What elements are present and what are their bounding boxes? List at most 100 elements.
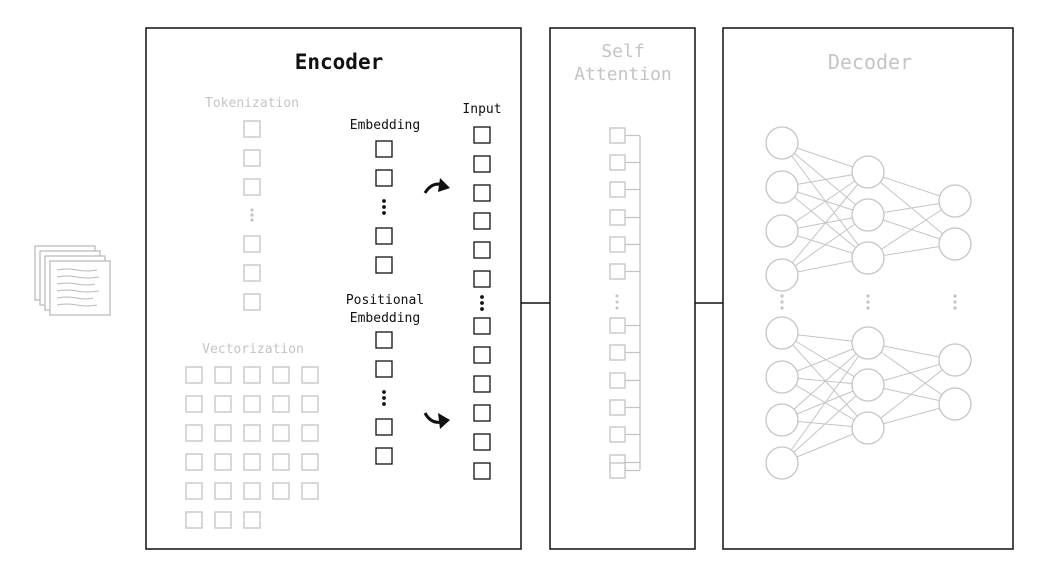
vector-cell	[214, 424, 232, 442]
vector-cell	[243, 482, 261, 500]
decoder-neuron	[765, 214, 799, 248]
decoder-neuron	[851, 155, 885, 189]
positional-embedding-column	[375, 331, 393, 465]
decoder-neuron	[938, 343, 972, 377]
arrow-icon	[423, 178, 450, 194]
attention-box	[609, 426, 626, 443]
encoder-title: Encoder	[295, 50, 384, 74]
embedding-box	[375, 169, 393, 187]
ellipsis-dots	[382, 390, 386, 406]
input-box	[473, 462, 491, 480]
input-box	[473, 155, 491, 173]
embedding-column	[375, 140, 393, 274]
ellipsis-dots	[780, 294, 784, 310]
tokenization-column	[243, 120, 261, 311]
arrow-icon	[423, 412, 450, 429]
token-box	[243, 235, 261, 253]
self-attention-title-line2: Attention	[574, 64, 672, 85]
vectorization-grid	[185, 366, 319, 529]
decoder-neuron	[765, 403, 799, 437]
token-box	[243, 264, 261, 282]
ellipsis-dots	[615, 294, 619, 310]
attention-box	[609, 317, 626, 334]
vector-cell	[243, 424, 261, 442]
input-box	[473, 270, 491, 288]
attention-box	[609, 209, 626, 226]
ellipsis-dots	[250, 208, 254, 222]
ellipsis-dots	[480, 295, 484, 311]
attention-box	[609, 372, 626, 389]
decoder-neuron	[765, 170, 799, 204]
decoder-neuron	[938, 387, 972, 421]
attention-box	[609, 236, 626, 253]
embedding-box	[375, 227, 393, 245]
vector-cell	[185, 366, 203, 384]
vector-cell	[243, 395, 261, 413]
positional-box	[375, 447, 393, 465]
decoder-neuron	[938, 227, 972, 261]
vector-cell	[243, 453, 261, 471]
decoder-neuron	[938, 184, 972, 218]
embedding-box	[375, 256, 393, 274]
decoder-neuron	[765, 126, 799, 160]
decoder-title: Decoder	[828, 50, 912, 74]
vector-cell	[185, 453, 203, 471]
embedding-label: Embedding	[350, 118, 420, 133]
token-box	[243, 120, 261, 138]
self-attention-column	[609, 127, 641, 479]
vector-cell	[301, 482, 319, 500]
token-box	[243, 149, 261, 167]
decoder-neuron	[851, 326, 885, 360]
document-stack-icon	[34, 245, 111, 316]
positional-box	[375, 418, 393, 436]
positional-label-line2: Embedding	[350, 311, 420, 326]
vector-cell	[272, 366, 290, 384]
attention-box	[609, 181, 626, 198]
token-box	[243, 293, 261, 311]
attention-box	[609, 399, 626, 416]
input-box	[473, 375, 491, 393]
input-box	[473, 212, 491, 230]
vector-cell	[185, 482, 203, 500]
decoder-network	[765, 126, 972, 480]
vector-cell	[272, 482, 290, 500]
decoder-neuron	[765, 446, 799, 480]
embedding-box	[375, 140, 393, 158]
positional-box	[375, 360, 393, 378]
vector-cell	[214, 366, 232, 384]
vector-cell	[185, 424, 203, 442]
vectorization-label: Vectorization	[202, 342, 304, 357]
attention-box	[609, 344, 626, 361]
decoder-neuron	[851, 241, 885, 275]
vector-cell	[301, 395, 319, 413]
decoder-neuron	[851, 411, 885, 445]
self-attention-panel	[549, 27, 696, 550]
ellipsis-dots	[866, 294, 870, 310]
vector-cell	[214, 482, 232, 500]
input-label: Input	[462, 102, 501, 117]
vector-cell	[301, 424, 319, 442]
positional-label-line1: Positional	[346, 293, 424, 308]
decoder-neuron	[851, 198, 885, 232]
self-attention-title-line1: Self	[601, 41, 644, 62]
tokenization-label: Tokenization	[205, 96, 299, 111]
decoder-neuron	[851, 368, 885, 402]
vector-cell	[272, 395, 290, 413]
input-box	[473, 184, 491, 202]
vector-cell	[214, 511, 232, 529]
ellipsis-dots	[953, 294, 957, 310]
input-box	[473, 126, 491, 144]
ellipsis-dots	[382, 199, 386, 215]
input-box	[473, 404, 491, 422]
vector-cell	[243, 366, 261, 384]
attention-box	[609, 127, 626, 144]
vector-cell	[214, 395, 232, 413]
vector-cell	[272, 424, 290, 442]
decoder-neuron	[765, 316, 799, 350]
vector-cell	[185, 511, 203, 529]
input-box	[473, 433, 491, 451]
decoder-neuron	[765, 360, 799, 394]
encoder-panel	[145, 27, 522, 550]
vector-cell	[301, 366, 319, 384]
